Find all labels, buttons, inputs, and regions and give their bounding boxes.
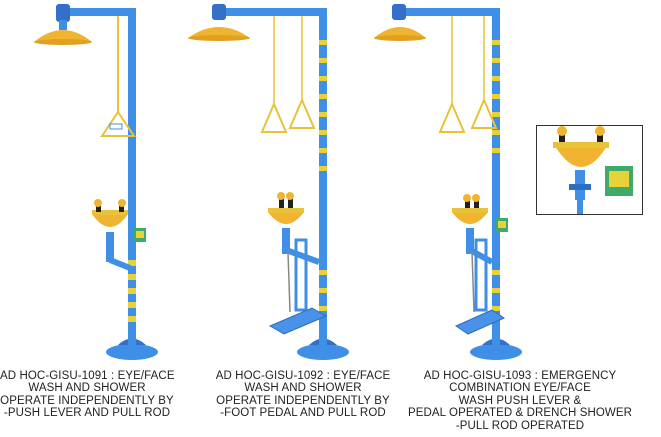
main-pole — [128, 8, 136, 348]
base-plate — [106, 344, 158, 360]
product-image-1092 — [180, 0, 350, 365]
shower-head — [188, 27, 250, 38]
product-image-1091 — [0, 0, 170, 365]
eyewash-detail-inset — [536, 125, 643, 215]
caption-line: OPERATE INDEPENDENTLY BY — [216, 394, 390, 407]
main-pole — [319, 8, 327, 348]
pole-stripes — [319, 40, 327, 311]
eyewash-bowl — [268, 212, 304, 224]
foot-pedal — [268, 307, 328, 335]
caption-line: -PULL ROD OPERATED — [455, 419, 585, 432]
caption-line: WASH PUSH LEVER & — [458, 394, 582, 407]
caption-line: WASH AND SHOWER — [244, 382, 362, 395]
caption-line: -FOOT PEDAL AND PULL ROD — [220, 407, 386, 420]
product-caption-1092: AD HOC-GISU-1092 : EYE/FACE WASH AND SHO… — [214, 370, 392, 420]
pull-triangle — [438, 101, 466, 133]
shower-head — [374, 27, 426, 38]
shower-head — [34, 30, 92, 42]
top-arm — [218, 8, 327, 16]
caption-line: WASH AND SHOWER — [28, 382, 146, 395]
eyewash-bowl — [92, 214, 128, 227]
caption-line: OPERATE INDEPENDENTLY BY — [0, 394, 174, 407]
eyewash-bowl — [452, 212, 488, 224]
caption-line: AD HOC-GISU-1091 : EYE/FACE — [0, 370, 175, 382]
top-arm — [62, 8, 136, 16]
pull-triangle — [288, 97, 316, 129]
pole-stripes — [128, 260, 136, 322]
base-plate — [470, 344, 522, 360]
caption-line: PEDAL OPERATED & DRENCH SHOWER — [407, 407, 633, 420]
product-image-1093 — [368, 0, 538, 365]
caption-line: -PUSH LEVER AND PULL ROD — [3, 407, 171, 420]
caption-line: COMBINATION EYE/FACE — [449, 382, 591, 395]
pull-triangle — [260, 101, 288, 133]
eyewash-bowl — [555, 146, 607, 167]
product-caption-1091: AD HOC-GISU-1091 : EYE/FACE WASH AND SHO… — [0, 370, 175, 420]
caption-line: AD HOC-GISU-1093 : EMERGENCY — [423, 370, 617, 382]
pole-stripes — [492, 40, 500, 311]
main-pole — [492, 8, 500, 348]
base-plate — [297, 344, 349, 360]
caption-line: AD HOC-GISU-1092 : EYE/FACE — [215, 370, 391, 382]
top-arm — [398, 8, 500, 16]
product-caption-1093: AD HOC-GISU-1093 : EMERGENCY COMBINATION… — [404, 370, 636, 432]
foot-pedal — [454, 309, 506, 335]
pull-triangle — [470, 97, 498, 129]
